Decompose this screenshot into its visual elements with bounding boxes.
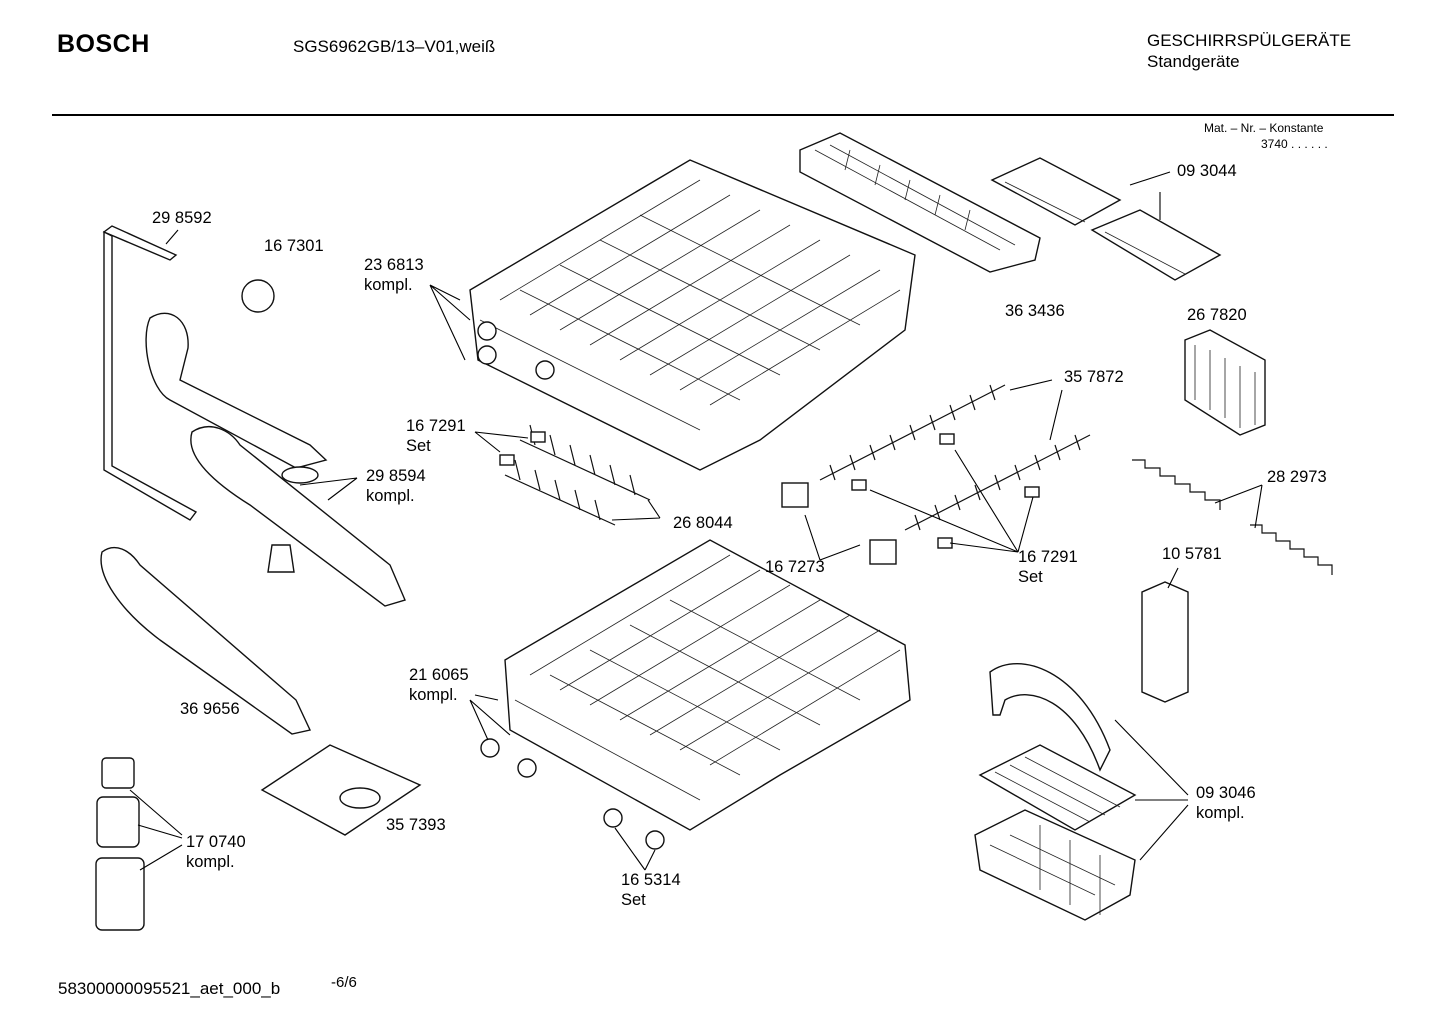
- category-line-2: Standgeräte: [1147, 52, 1240, 71]
- nozzle-cap-drawing: [241, 279, 275, 313]
- upper-basket-drawing: [469, 159, 916, 471]
- filter-hole-drawing: [339, 787, 381, 809]
- part-label-298592: 29 8592: [152, 209, 212, 227]
- part-label-282973: 28 2973: [1267, 468, 1327, 486]
- cutlery-basket-drawing: [974, 809, 1136, 921]
- cutlery-tray-drawing: [799, 132, 1041, 273]
- filter-plate-drawing: [260, 744, 422, 836]
- filter-sieve-drawing: [95, 857, 145, 931]
- tine-row-1-drawing: [819, 384, 1006, 481]
- tine-row-2-drawing: [904, 434, 1091, 531]
- material-number-label: Mat. – Nr. – Konstante: [1204, 121, 1324, 135]
- rack-stop-2-drawing: [869, 539, 897, 565]
- fold-rack-2-drawing: [1090, 209, 1222, 281]
- lower-basket-drawing: [504, 539, 911, 831]
- basket-handle-drawing: [989, 663, 1111, 772]
- zigzag-holder-1-drawing: [1132, 459, 1221, 510]
- spray-pipe-drawing: [102, 225, 198, 521]
- spray-arm-middle-drawing: [190, 426, 406, 607]
- part-label-105781: 10 5781: [1162, 545, 1222, 563]
- part-label-268044: 26 8044: [673, 514, 733, 532]
- zigzag-holder-2-drawing: [1250, 524, 1333, 575]
- part-label-167273: 16 7273: [765, 558, 825, 576]
- basket-lid-drawing: [978, 744, 1137, 831]
- material-number-value: 3740 . . . . . .: [1261, 137, 1328, 151]
- part-label-357872: 35 7872: [1064, 368, 1124, 386]
- part-label-369656: 36 9656: [180, 700, 240, 718]
- tall-basket-drawing: [1141, 581, 1189, 703]
- document-id: 58300000095521_aet_000_b: [58, 979, 281, 998]
- rack-stop-1-drawing: [781, 482, 809, 508]
- filter-top-drawing: [101, 757, 135, 789]
- spray-arm-upper-drawing: [145, 312, 328, 469]
- fold-rack-1-drawing: [990, 157, 1122, 226]
- connector-drawing: [267, 544, 295, 573]
- filter-middle-drawing: [96, 796, 140, 848]
- part-label-357393: 35 7393: [386, 816, 446, 834]
- model-number: SGS6962GB/13–V01,weiß: [293, 37, 496, 56]
- material-number-block: Mat. – Nr. – Konstante 3740 . . . . . .: [1204, 120, 1328, 152]
- page-number: -6/6: [331, 974, 357, 991]
- category-line-1: GESCHIRRSPÜLGERÄTE: [1147, 31, 1352, 50]
- spray-arm-lower-drawing: [100, 547, 312, 735]
- leader-lines: [129, 171, 1263, 871]
- part-label-363436: 36 3436: [1005, 302, 1065, 320]
- arm-hub-drawing: [281, 466, 319, 484]
- part-label-093044: 09 3044: [1177, 162, 1237, 180]
- part-label-167301: 16 7301: [264, 237, 324, 255]
- brand-logo-text: BOSCH: [57, 30, 150, 58]
- header-divider: [52, 114, 1394, 116]
- appliance-category: GESCHIRRSPÜLGERÄTE Standgeräte: [1147, 30, 1351, 72]
- part-label-267820: 26 7820: [1187, 306, 1247, 324]
